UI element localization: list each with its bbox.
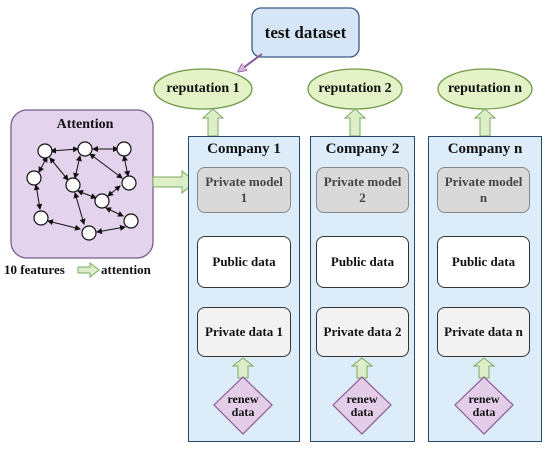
renew-diamond-2 — [332, 376, 392, 435]
private-data-box-n: Private data n — [437, 307, 530, 357]
renew-up-arrow-1 — [231, 357, 255, 379]
reputation-ellipse-1 — [153, 68, 253, 110]
renew-data-word-2: data — [350, 405, 374, 419]
renew-word-1: renew — [227, 392, 259, 407]
graph-node — [26, 170, 42, 186]
private-model-label-2: Private model — [323, 174, 402, 190]
up-arrow-company-n — [473, 108, 497, 137]
company-title-1: Company 1 — [207, 141, 281, 158]
renew-diamond-n — [454, 376, 514, 435]
public-data-box-2: Public data — [316, 236, 409, 288]
graph-node — [81, 225, 97, 241]
company-to-reputation-arrows — [201, 108, 497, 137]
up-arrow-company-1 — [201, 108, 225, 137]
company-title-2: Company 2 — [325, 141, 400, 158]
public-data-label-2: Public data — [330, 254, 395, 270]
private-model-box-2: Private model 2 — [316, 167, 409, 213]
renew-diamond-1 — [213, 376, 273, 435]
private-data-box-2: Private data 2 — [316, 307, 409, 357]
renew-word-n: renew — [468, 392, 500, 407]
features-caption: 10 features — [4, 262, 65, 278]
public-data-box-n: Public data — [437, 236, 530, 288]
graph-node — [123, 213, 139, 229]
private-model-box-n: Private model n — [437, 167, 530, 213]
reputation-label-n: reputation n — [447, 80, 523, 96]
private-model-index-2: 2 — [359, 190, 366, 205]
private-data-label-1: Private data 1 — [205, 324, 283, 340]
private-data-label-2: Private data 2 — [323, 324, 402, 340]
private-model-box-1: Private model 1 — [197, 167, 291, 213]
company-title-n: Company n — [447, 141, 523, 158]
test-dataset-box — [251, 7, 360, 58]
private-model-label-1: Private model — [205, 174, 283, 190]
private-model-index-n: n — [479, 190, 488, 205]
graph-node — [121, 175, 137, 191]
reputation-label-2: reputation 2 — [318, 80, 392, 96]
private-model-label-n: Private model — [444, 174, 523, 190]
renew-up-arrow-2 — [350, 357, 374, 379]
graph-node — [65, 177, 81, 193]
private-data-box-1: Private data 1 — [197, 307, 291, 357]
renew-data-word-1: data — [231, 405, 255, 419]
public-data-box-1: Public data — [197, 236, 291, 288]
test-dataset-label: test dataset — [264, 22, 347, 42]
renew-data-word-n: data — [472, 405, 496, 419]
test-to-reputation-arrow — [239, 53, 263, 71]
renew-word-2: renew — [346, 392, 378, 407]
private-model-index-1: 1 — [240, 190, 248, 205]
reputation-label-1: reputation 1 — [166, 80, 240, 96]
graph-node — [94, 193, 110, 209]
attention-graph-edges — [33, 146, 130, 235]
features-to-attention-arrow — [77, 261, 100, 279]
graph-node — [33, 210, 49, 226]
private-data-label-n: Private data n — [444, 324, 523, 340]
public-data-label-1: Public data — [212, 254, 276, 270]
public-data-label-n: Public data — [451, 254, 516, 270]
graph-node — [77, 141, 93, 157]
graph-node — [37, 143, 53, 159]
attention-title: Attention — [56, 116, 114, 132]
renew-up-arrow-n — [472, 357, 496, 379]
up-arrow-company-2 — [343, 108, 367, 137]
attention-caption: attention — [101, 262, 151, 278]
graph-node — [116, 141, 132, 157]
